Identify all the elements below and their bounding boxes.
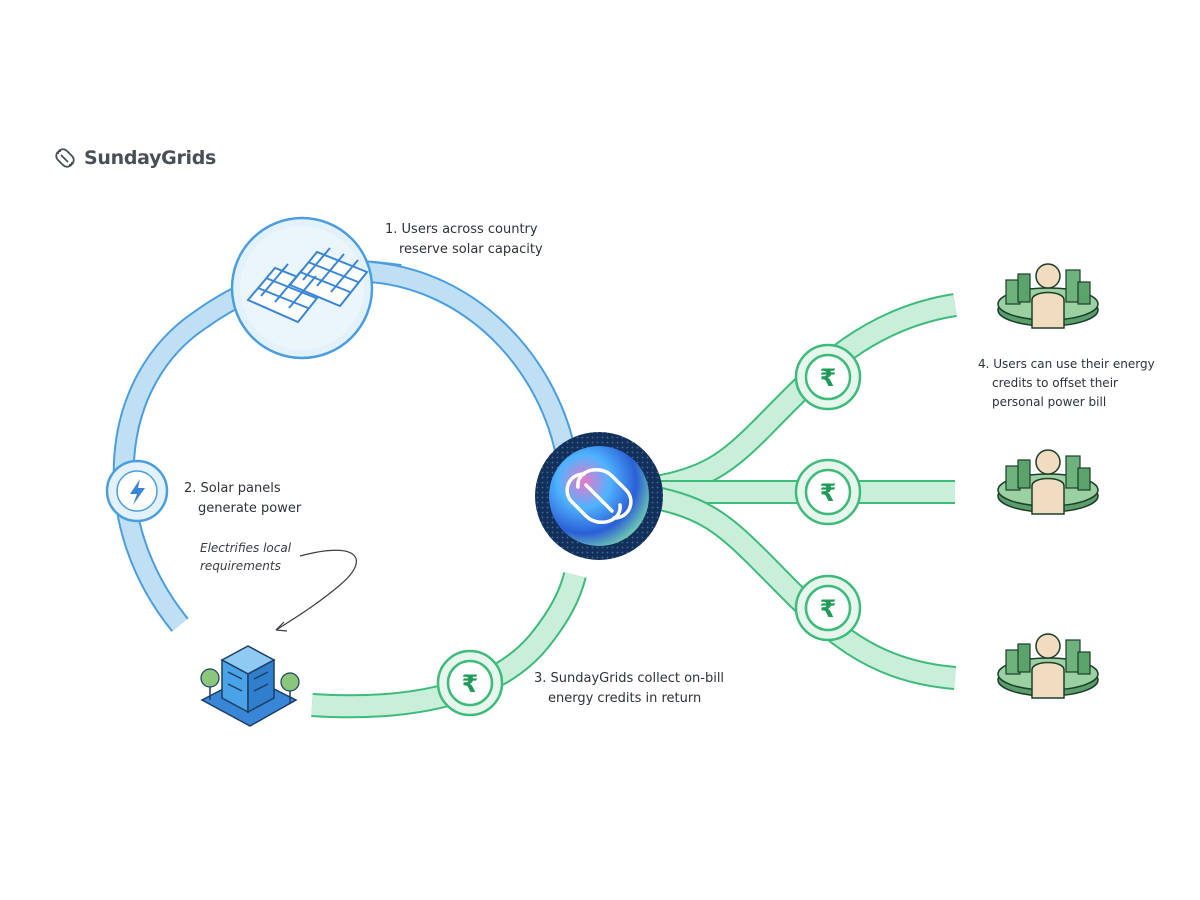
rupee-coin-bottom: ₹ <box>794 574 862 642</box>
step3-caption: 3. SundayGrids collect on-bill energy cr… <box>534 669 724 709</box>
green-credit-track <box>311 571 587 719</box>
rupee-icon: ₹ <box>820 595 837 623</box>
step2-caption: 2. Solar panels generate power <box>184 479 301 519</box>
step4-line2: credits to offset their <box>992 376 1118 390</box>
step1-line1: 1. Users across country <box>385 222 538 237</box>
rupee-coin-top: ₹ <box>794 343 862 411</box>
logo-icon <box>55 148 75 168</box>
user-city-icon-middle <box>997 449 1099 515</box>
lightning-icon <box>130 479 145 505</box>
step3-line1: 3. SundayGrids collect on-bill <box>534 671 725 686</box>
rupee-coin-return: ₹ <box>436 649 504 717</box>
solar-panel-icon <box>246 247 369 324</box>
rupee-icon: ₹ <box>462 670 479 698</box>
lightning-node <box>105 459 169 523</box>
step4-line3: personal power bill <box>992 395 1107 409</box>
note-arrowhead <box>275 621 288 632</box>
step2-note: Electrifies local requirements <box>200 539 291 575</box>
step2-line1: 2. Solar panels <box>184 481 281 496</box>
step2-note-line2: requirements <box>200 559 281 573</box>
rupee-icon: ₹ <box>820 364 837 392</box>
central-hub <box>535 432 663 560</box>
note-arrow <box>275 549 357 631</box>
step1-line2: reserve solar capacity <box>399 242 543 257</box>
building-icon <box>200 645 300 727</box>
brand-name: SundayGrids <box>84 147 217 169</box>
rupee-icon: ₹ <box>820 479 837 507</box>
step3-line2: energy credits in return <box>548 691 702 706</box>
user-city-icon-top <box>997 263 1099 329</box>
user-city-icon-bottom <box>997 633 1099 699</box>
step2-line2: generate power <box>198 501 302 516</box>
hub-logo-icon <box>565 467 633 525</box>
step2-note-line1: Electrifies local <box>200 541 292 555</box>
solar-node <box>230 216 374 360</box>
brand-logo: SundayGrids <box>52 145 216 171</box>
rupee-coin-middle: ₹ <box>794 458 862 526</box>
step4-line1: 4. Users can use their energy <box>978 357 1155 371</box>
step1-caption: 1. Users across country reserve solar ca… <box>385 220 543 260</box>
step4-caption: 4. Users can use their energy credits to… <box>978 355 1155 412</box>
